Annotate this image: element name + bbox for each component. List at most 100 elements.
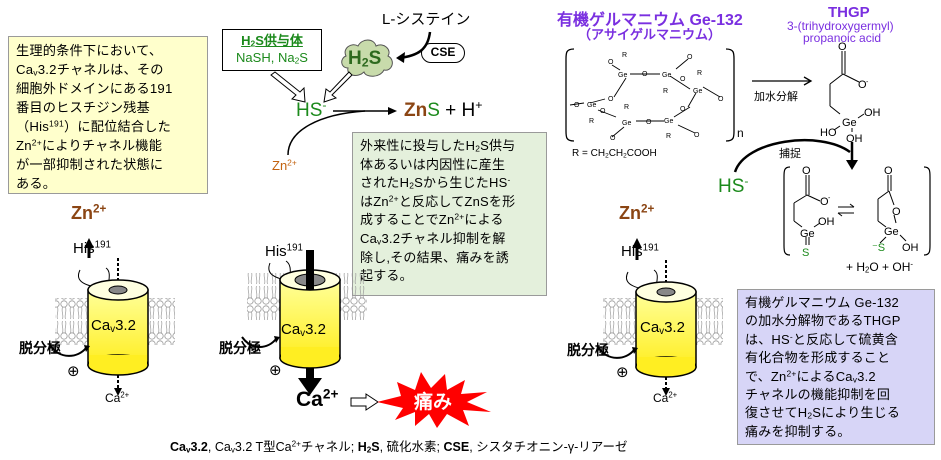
channel1-plus-icon: ⊕: [67, 363, 80, 380]
ca-text: Ca: [653, 391, 669, 405]
channel1-zinc-label: Zn2+: [71, 203, 106, 224]
l-cysteine-label: L-システイン: [382, 11, 471, 28]
svg-text:O: O: [687, 54, 693, 61]
r-def-text: CH: [608, 148, 624, 159]
footer-text: , Ca: [207, 440, 231, 454]
zns-s: S: [427, 100, 440, 121]
channel3-name: Cav3.2: [640, 319, 685, 336]
svg-text:O: O: [680, 76, 686, 83]
note-text: されたH: [360, 175, 410, 191]
channel1-name: Cav3.2: [91, 317, 136, 334]
channel-name-text: 3.2: [664, 319, 685, 336]
hydrolysis-label: 加水分解: [754, 91, 798, 103]
note-text: Sにより生じる: [812, 405, 901, 421]
svg-text:Ge: Ge: [618, 72, 627, 79]
channel2-plus-icon: ⊕: [269, 362, 282, 379]
note-text: と反応して硫黄含: [792, 331, 899, 347]
svg-text:-: -: [866, 79, 869, 86]
ca-charge: 2+: [322, 386, 339, 402]
zinc-ion-label: Zn2+: [272, 158, 297, 173]
footer-text: S: [371, 440, 380, 454]
note-text: -: [789, 331, 793, 342]
channel-name-text: 3.2: [305, 321, 326, 338]
svg-text:Ge: Ge: [622, 120, 631, 127]
footer-text: Ca: [170, 440, 186, 454]
zinc-charge: 2+: [93, 202, 107, 216]
footer-text: v: [230, 445, 235, 455]
channel3-graphic: [597, 238, 723, 396]
thgp-structure: O O - Ge OH HO OH: [820, 41, 881, 145]
note-text: による: [464, 212, 504, 228]
footer-text: 3.2: [190, 440, 208, 454]
zns-charge: +: [475, 98, 483, 113]
svg-text:OH: OH: [864, 107, 881, 119]
footer-text: , 硫化水素;: [379, 440, 444, 454]
byproducts-label: + H2O + OH-: [846, 260, 913, 274]
footer-text: H: [357, 440, 367, 454]
svg-text:R: R: [697, 70, 702, 77]
note-text: の加水分解物であるTHGP: [745, 313, 901, 329]
svg-text:O: O: [892, 206, 901, 218]
svg-text:O: O: [802, 165, 811, 177]
hs-charge: -: [322, 98, 327, 113]
note-text: で、Zn: [745, 368, 787, 384]
footer-text: v: [185, 445, 191, 455]
svg-text:O: O: [680, 106, 686, 113]
note-text: （His: [16, 119, 50, 134]
note-text: 2+: [388, 193, 399, 204]
footer-text: , シスタチオニン-γ-リアーゼ: [469, 440, 628, 454]
zinc-text: Zn: [71, 203, 93, 223]
svg-text:O: O: [608, 59, 614, 66]
h2s-text: S: [368, 48, 382, 69]
note-text: S供与: [480, 138, 516, 153]
channel3-plus-icon: ⊕: [616, 364, 629, 381]
hs-text: HS: [718, 176, 745, 197]
note-text: 細胞外ドメインにある191: [16, 81, 173, 96]
note-text: 番目のヒスチジン残基: [16, 100, 150, 115]
donor-compound-text: 2: [294, 55, 300, 66]
svg-text:HO: HO: [820, 127, 837, 139]
channel3-calcium-label: Ca2+: [653, 391, 677, 405]
channel-name-text: Ca: [281, 321, 301, 338]
channel2-graphic: [241, 250, 367, 395]
note-text: チャネルの機能抑制を回: [745, 387, 891, 403]
svg-text:Ge: Ge: [800, 228, 815, 240]
channel1-depolarization-label: 脱分極: [19, 340, 61, 356]
ge132-repeat-n: n: [737, 126, 744, 140]
note-text: Ca: [16, 62, 34, 77]
r-def-text: COOH: [626, 148, 657, 159]
svg-text:Ge: Ge: [842, 117, 857, 129]
note-text: 2: [807, 411, 813, 422]
note-text: Zn: [16, 138, 32, 153]
pain-label: 痛み: [414, 392, 453, 413]
channel-name-text: v: [110, 323, 116, 335]
ca-charge: 2+: [120, 390, 130, 400]
zns-product-label: ZnS + H+: [404, 98, 483, 122]
capture-label: 捕捉: [779, 148, 801, 160]
byproduct-text: 2: [865, 265, 870, 275]
svg-text:Ge: Ge: [884, 226, 899, 238]
hs-charge: -: [744, 174, 749, 189]
cse-text: CSE: [430, 45, 456, 59]
h2s-text: 2: [361, 55, 369, 70]
footer-text: 2+: [291, 439, 301, 449]
donor-compound-text: NaSH, Na: [236, 50, 295, 65]
footer-text: チャネル;: [300, 440, 358, 454]
hs-ion-label: HS-: [296, 98, 327, 122]
note-text: は、HS: [745, 331, 790, 347]
thgp-subtitle-2: propanoic acid: [803, 31, 882, 45]
svg-text:Ge: Ge: [662, 72, 671, 79]
byproduct-text: O + OH: [869, 260, 911, 274]
channel-name-text: v: [659, 325, 665, 337]
zinc-text: Zn: [272, 158, 288, 173]
svg-text:OH: OH: [818, 216, 835, 228]
channel2-his-label: His191: [265, 243, 303, 260]
note-text: v: [377, 236, 382, 247]
svg-text:R: R: [622, 52, 627, 59]
his-sup: 191: [642, 242, 659, 254]
note-text: 2+: [786, 367, 797, 378]
note-text: 復させてH: [745, 405, 808, 421]
donor-compound-text: S: [299, 50, 308, 65]
note-text: Sから生じたHS: [414, 175, 508, 191]
